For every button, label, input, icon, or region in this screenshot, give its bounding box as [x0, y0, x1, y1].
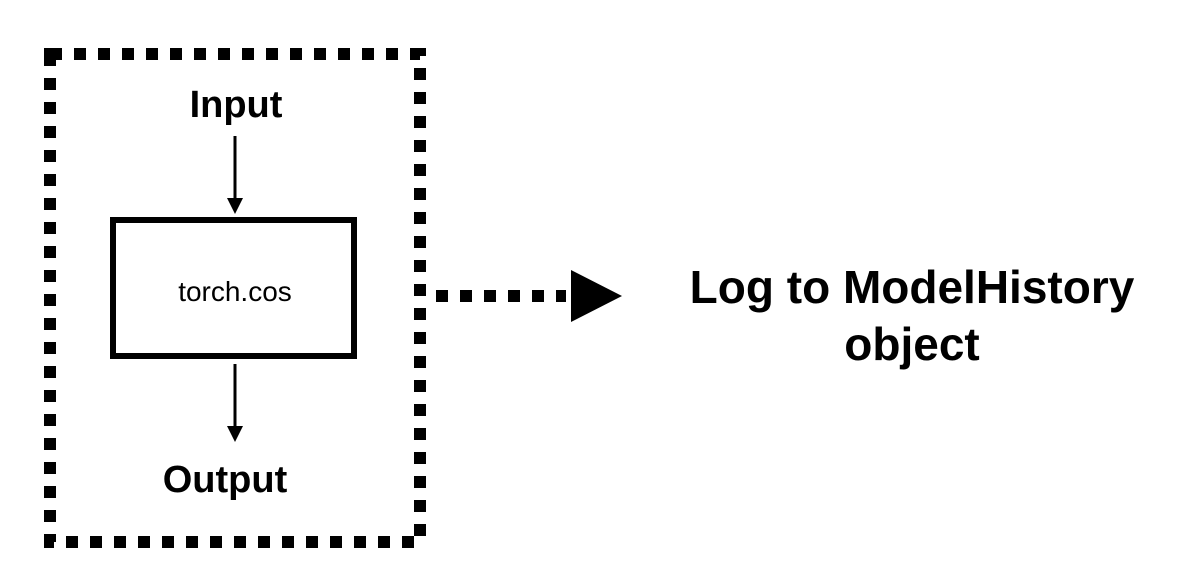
log-target-label-line2: object [844, 318, 979, 370]
log-target-label-line1: Log to ModelHistory [690, 261, 1135, 313]
dashed-wrapper-boundary [44, 48, 426, 548]
output-arrow [227, 364, 243, 442]
operation-box [110, 217, 357, 359]
input-label: Input [190, 84, 283, 126]
log-arrow [436, 270, 622, 322]
input-arrow [227, 136, 243, 214]
output-label: Output [163, 459, 288, 501]
operation-label: torch.cos [178, 276, 292, 307]
